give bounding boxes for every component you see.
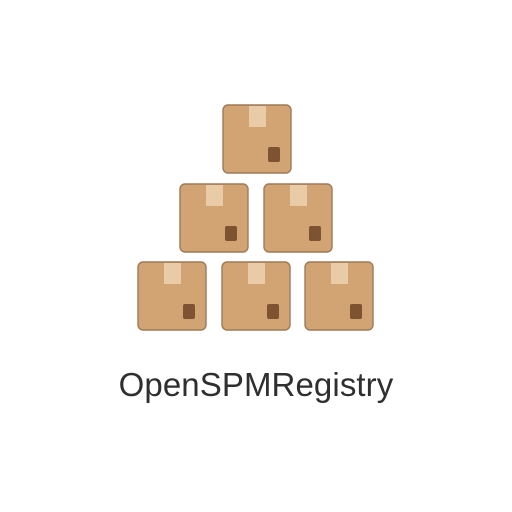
package-box-icon [304, 261, 374, 331]
package-box-icon [137, 261, 207, 331]
package-box-icon [222, 104, 292, 174]
app-name: OpenSPMRegistry [118, 366, 394, 403]
package-box-icon [221, 261, 291, 331]
package-box-icon [263, 183, 333, 253]
package-box-icon [179, 183, 249, 253]
